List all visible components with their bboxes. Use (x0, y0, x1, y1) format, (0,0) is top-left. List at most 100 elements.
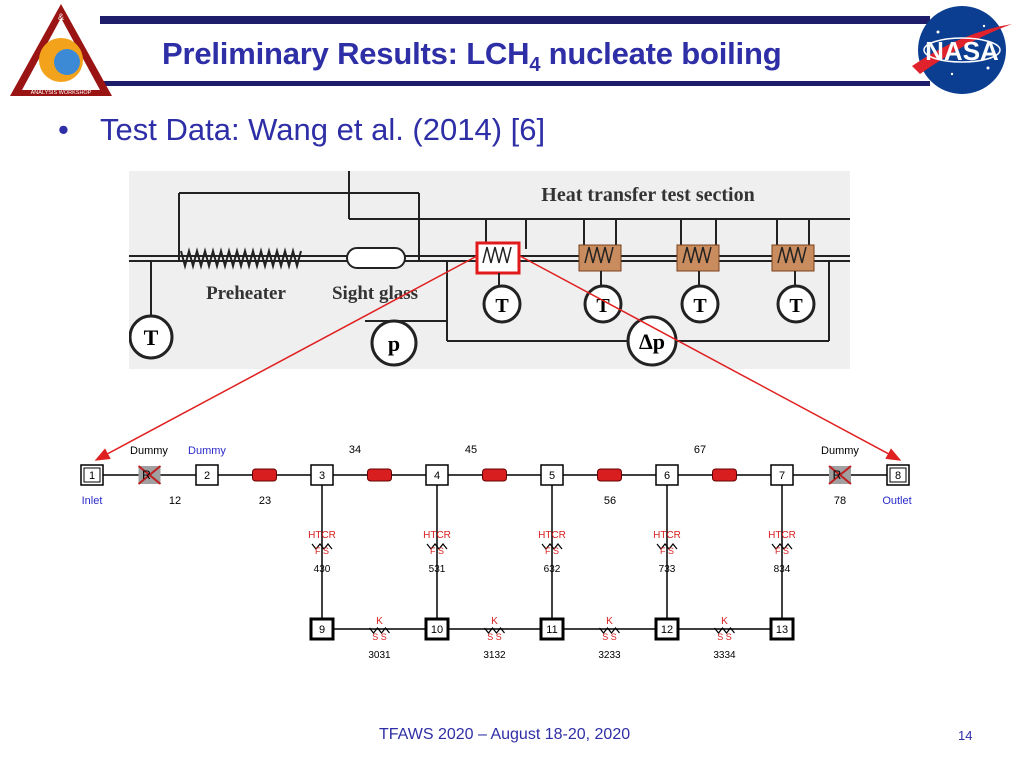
conductor-id: 3334 (713, 650, 736, 661)
dummy-r-label: R (833, 468, 842, 482)
conductor-icon (484, 627, 505, 634)
node-10 (424, 617, 450, 641)
node-1 (80, 464, 104, 486)
photo-preheater-label: Preheater (206, 283, 286, 304)
svg-text:T: T (693, 295, 707, 317)
conductor-icon (714, 627, 735, 634)
dummy-cross (137, 465, 162, 485)
boundary-node-inner (83, 467, 101, 483)
htcr-id: 834 (774, 564, 791, 575)
svg-text:T: T (495, 295, 509, 317)
node-8 (886, 464, 910, 486)
bullet-dot: • (58, 112, 69, 147)
svg-text:T: T (596, 295, 610, 317)
conductor-ss-label: S S (602, 632, 617, 642)
k-label: K (721, 616, 728, 627)
htcr-resistor-icon (311, 543, 333, 550)
htcr-label: HTCR (653, 530, 681, 541)
htcr-resistor-icon (656, 543, 678, 550)
sensor-t-3: T (680, 284, 720, 324)
label-path-56: 56 (604, 495, 616, 507)
sensor-t-4: T (776, 284, 816, 324)
htcr-fs-label: F S (660, 546, 674, 556)
svg-text:Δp: Δp (639, 329, 665, 354)
conductor-id: 3031 (368, 650, 391, 661)
htcr-label: HTCR (423, 530, 451, 541)
nasa-text: NASA (925, 36, 999, 66)
node-label: 6 (664, 470, 670, 482)
htcr-fs-label: F S (430, 546, 444, 556)
label-path-34: 34 (349, 444, 361, 456)
conductor-id: 3132 (483, 650, 506, 661)
node-6 (655, 464, 679, 486)
flow-path-element (482, 468, 507, 482)
htcr-id: 531 (429, 564, 446, 575)
flow-path-element (597, 468, 622, 482)
htcr-fs-label: F S (545, 546, 559, 556)
label-path-67: 67 (694, 444, 706, 456)
node-11 (539, 617, 565, 641)
page-number: 14 (958, 728, 973, 743)
node-7 (770, 464, 794, 486)
node-13 (769, 617, 795, 641)
node-5 (540, 464, 564, 486)
node-4 (425, 464, 449, 486)
title-band: Preliminary Results: LCH4 nucleate boili… (100, 16, 930, 86)
sensor-t-1: T (482, 284, 522, 324)
node-label: 4 (434, 470, 440, 482)
conductor-ss-label: S S (487, 632, 502, 642)
label-path-12: 12 (169, 495, 181, 507)
logo-workshop-text: ANALYSIS WORKSHOP (31, 90, 92, 96)
conductor-ss-label: S S (717, 632, 732, 642)
node-label: 9 (319, 624, 325, 636)
svg-text:T: T (789, 295, 803, 317)
conductor-ss-label: S S (372, 632, 387, 642)
apparatus-photo: Heat transfer test section Preheater Sig… (129, 171, 850, 369)
htcr-id: 733 (659, 564, 676, 575)
dummy-cross (828, 465, 852, 485)
sensor-dp: Δp (626, 315, 678, 367)
htcr-resistor-icon (426, 543, 448, 550)
sensor-t-2: T (583, 284, 623, 324)
nasa-logo: NASA (912, 6, 1012, 94)
label-path-45: 45 (465, 444, 477, 456)
photo-heading: Heat transfer test section (541, 184, 754, 206)
logo-amp-text: & (58, 12, 64, 22)
dummy-r-label: R (142, 468, 151, 482)
htcr-id: 430 (314, 564, 331, 575)
label-outlet: Outlet (882, 495, 911, 507)
tfaws-logo: & THERMAL FLUIDS ANALYSIS WORKSHOP (10, 4, 112, 96)
node-3 (310, 464, 334, 486)
label-dummy-1: Dummy (130, 445, 168, 457)
node-label: 12 (661, 624, 673, 636)
htcr-resistor-icon (541, 543, 563, 550)
k-label: K (376, 616, 383, 627)
label-dummy-2: Dummy (188, 445, 226, 457)
flow-path-element (252, 468, 277, 482)
label-path-23: 23 (259, 495, 271, 507)
node-label: 8 (895, 470, 901, 482)
sensor-p: p (370, 319, 418, 367)
node-label: 13 (776, 624, 788, 636)
boundary-node-inner (889, 467, 907, 483)
conductor-id: 3233 (598, 650, 621, 661)
label-dummy-3: Dummy (821, 445, 859, 457)
sensor-t-inlet: T (129, 314, 174, 360)
footer-text: TFAWS 2020 – August 18-20, 2020 (379, 726, 631, 743)
bullet-text: Test Data: Wang et al. (2014) [6] (100, 112, 546, 147)
htcr-label: HTCR (768, 530, 796, 541)
photo-sight-glass-label: Sight glass (332, 283, 418, 304)
flow-path-element (712, 468, 737, 482)
node-label: 1 (89, 470, 95, 482)
node-label: 7 (779, 470, 785, 482)
node-9 (309, 617, 335, 641)
svg-text:T: T (144, 325, 159, 350)
conductor-icon (599, 627, 620, 634)
page-title: Preliminary Results: LCH4 nucleate boili… (162, 36, 782, 77)
node-label: 2 (204, 470, 210, 482)
node-2 (195, 464, 219, 486)
htcr-fs-label: F S (315, 546, 329, 556)
htcr-label: HTCR (308, 530, 336, 541)
conductor-icon (369, 627, 390, 634)
